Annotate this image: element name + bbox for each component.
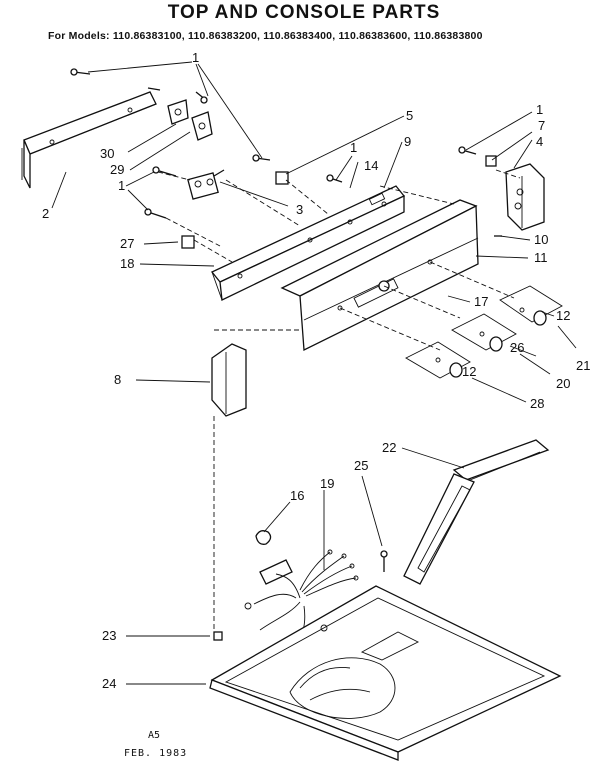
part-console-bracket-9: [210, 185, 406, 301]
screw-icon: [70, 68, 91, 76]
part-clip-29: [191, 111, 213, 141]
callout-14: 14: [364, 158, 378, 173]
callout-23: 23: [102, 628, 116, 643]
callout-labels: 1 1 1 1 2 3 4 5 7 8 9 10 11 12 12 14 16 …: [42, 50, 590, 691]
callout-7: 7: [538, 118, 545, 133]
callout-29: 29: [110, 162, 124, 177]
part-clip-27: [181, 235, 195, 249]
callout-1: 1: [118, 178, 125, 193]
knob-assembly-28: [405, 341, 471, 379]
leader-lines: [51, 61, 577, 685]
callout-8: 8: [114, 372, 121, 387]
part-side-panel-8: [211, 343, 247, 417]
callout-20: 20: [556, 376, 570, 391]
knob-assembly-20: [451, 313, 517, 352]
part-wire-harness-19: [244, 549, 359, 641]
screw-icon: [144, 208, 167, 219]
screw-icon: [380, 550, 388, 572]
part-clip-7: [485, 155, 497, 167]
callout-12: 12: [556, 308, 570, 323]
callout-30: 30: [100, 146, 114, 161]
callout-17: 17: [474, 294, 488, 309]
callout-28: 28: [530, 396, 544, 411]
callout-1: 1: [536, 102, 543, 117]
callout-9: 9: [404, 134, 411, 149]
part-clip-5: [275, 171, 289, 185]
callout-21: 21: [576, 358, 590, 373]
part-end-cap-4: [505, 163, 545, 231]
callout-3: 3: [296, 202, 303, 217]
callout-12: 12: [462, 364, 476, 379]
part-top-panel-24: [209, 585, 562, 761]
callout-19: 19: [320, 476, 334, 491]
part-clip-30: [167, 99, 189, 125]
callout-10: 10: [534, 232, 548, 247]
part-rear-bracket: [21, 91, 157, 189]
callout-11: 11: [534, 250, 548, 265]
callout-25: 25: [354, 458, 368, 473]
callout-1: 1: [192, 50, 199, 65]
callout-16: 16: [290, 488, 304, 503]
screw-icon: [252, 154, 271, 162]
model-list: For Models: 110.86383100, 110.86383200, …: [48, 30, 483, 42]
callout-4: 4: [536, 134, 543, 149]
callout-24: 24: [102, 676, 116, 691]
knob-assembly-21: [499, 285, 563, 326]
screw-icon: [195, 91, 208, 104]
part-console-11: [280, 199, 479, 352]
screw-icon: [458, 146, 477, 155]
callout-18: 18: [120, 256, 134, 271]
diagram-title: TOP AND CONSOLE PARTS: [167, 2, 441, 23]
drawing-date: FEB. 1983: [124, 748, 188, 759]
callout-26: 26: [510, 340, 524, 355]
screw-icon: [326, 174, 343, 183]
drawing-code: A5: [148, 730, 161, 741]
callout-2: 2: [42, 206, 49, 221]
screw-icon: [152, 166, 177, 177]
callout-22: 22: [382, 440, 396, 455]
part-lid-22: [403, 439, 550, 585]
callout-27: 27: [120, 236, 134, 251]
callout-5: 5: [406, 108, 413, 123]
part-clip-23: [213, 631, 223, 641]
part-clip-16: [255, 530, 272, 545]
part-switch-3: [187, 169, 225, 200]
screw-icon: [147, 87, 161, 91]
callout-1: 1: [350, 140, 357, 155]
